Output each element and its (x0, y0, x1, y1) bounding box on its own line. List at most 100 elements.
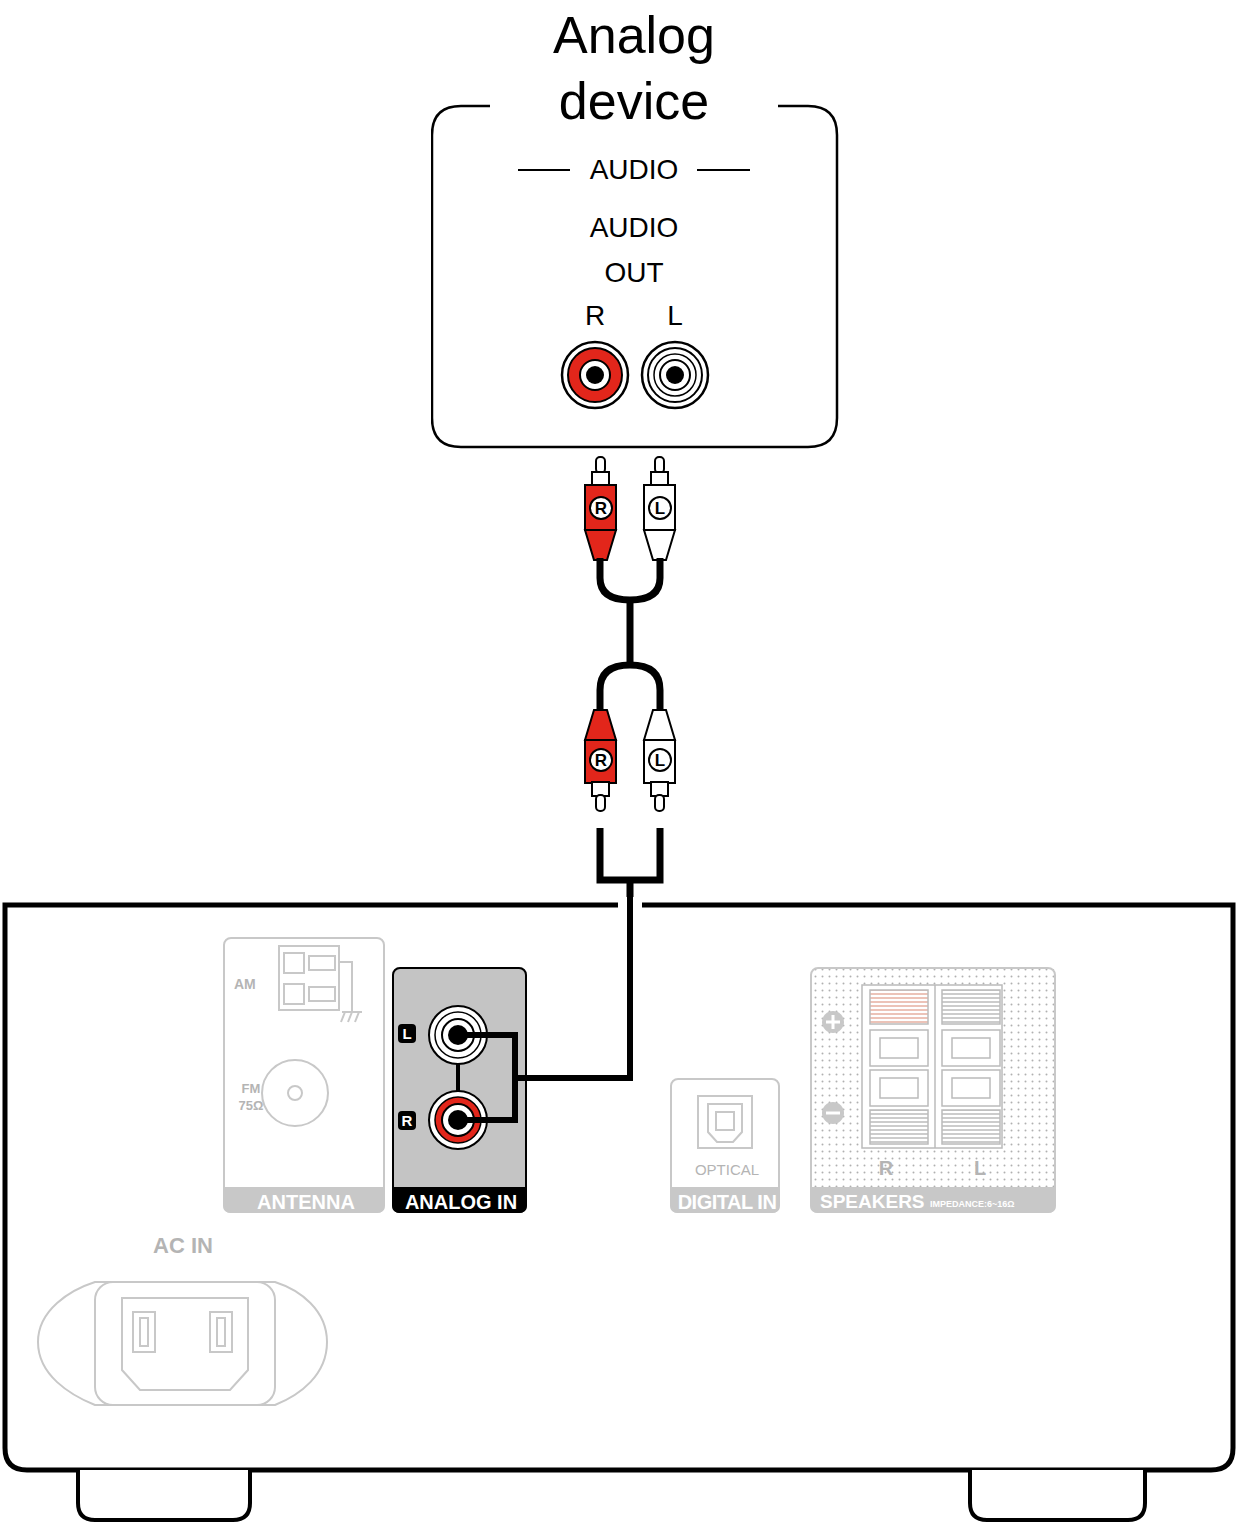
rca-jack-left (654, 354, 696, 396)
antenna-terminal (288, 1086, 302, 1100)
speaker-terminals (870, 1110, 928, 1144)
cable-mask (572, 449, 690, 897)
antenna-terminal (309, 956, 335, 970)
ac-inlet (38, 1282, 327, 1405)
ac-inlet (133, 1312, 155, 1352)
rca-plug-top-right (585, 530, 616, 560)
ac-inlet (38, 1282, 327, 1405)
jack-group-name: AUDIO OUT (574, 205, 694, 295)
rca-jack-left (660, 360, 690, 390)
antenna-terminal (284, 984, 304, 1004)
antenna-terminal (279, 946, 339, 1010)
ac-inlet (140, 1318, 148, 1346)
rca-plug-bottom-left (651, 782, 668, 796)
rca-plug-bottom-right (585, 710, 616, 811)
speaker-terminals (942, 1110, 1000, 1144)
rca-plug-bottom-right (585, 740, 616, 783)
rca-plug-top-right (585, 457, 616, 560)
rca-plug-bottom-left (644, 740, 675, 783)
device-title: Analog device (514, 2, 754, 134)
cable-fork (600, 558, 660, 600)
rca-plug-top-left (651, 472, 668, 486)
speaker-terminals (942, 1030, 1000, 1066)
ac-inlet (210, 1312, 232, 1352)
polarity-symbol (826, 1015, 840, 1029)
insertion-bracket (600, 828, 660, 897)
panel-label-bar (810, 1187, 1056, 1213)
device-box: Analog deviceAUDIO AUDIO OUT (431, 0, 839, 449)
rca-plug-top-right (596, 457, 605, 473)
foot (78, 1470, 250, 1520)
panel-ground (392, 967, 527, 1213)
speaker-terminals (880, 1078, 918, 1098)
plug-label: R (595, 752, 607, 769)
cable-fork (600, 558, 660, 712)
ac-inlet (217, 1318, 225, 1346)
panel-name: SPEAKERS (820, 1191, 925, 1213)
speaker-terminals (862, 985, 1002, 1148)
antenna-terminal (262, 1060, 328, 1126)
foot (970, 1470, 1145, 1520)
channel-label: R (879, 1158, 893, 1178)
rca-plug-bottom-left (644, 710, 675, 740)
panel-texture (810, 967, 1056, 1213)
speaker-terminals (870, 990, 928, 1024)
polarity-symbol (822, 1011, 844, 1033)
plug-label: R (595, 500, 607, 517)
antenna-terminal (284, 953, 304, 973)
polarity-symbol (826, 1112, 840, 1115)
rca-plug-bottom-left (655, 795, 664, 811)
rca-plug-top-left (655, 457, 664, 473)
optical-port (698, 1096, 752, 1148)
speaker-terminals (870, 1070, 928, 1106)
rca-plug-bottom-right (585, 710, 616, 740)
rca-jack-right (562, 342, 628, 408)
housing-outline (5, 905, 1233, 1470)
polarity-symbol (822, 1011, 844, 1124)
rca-jack-right (562, 342, 628, 408)
antenna-panel: AMFM 75ΩANTENNA (223, 937, 385, 1213)
panel-label-bar (670, 1187, 780, 1213)
port-name: OPTICAL (695, 1161, 759, 1178)
channel-badge: L (398, 1024, 416, 1043)
rca-plug-bottom-right (592, 782, 609, 796)
rca-plug-bottom-right (590, 749, 612, 771)
ac-inlet (122, 1298, 248, 1390)
speaker-terminals (862, 985, 1002, 1148)
rca-jack-left (642, 342, 708, 408)
connector-name: AC IN (153, 1233, 213, 1258)
speaker-terminals (942, 990, 1000, 1024)
optical-port (698, 1096, 752, 1148)
rca-jack-left (666, 366, 684, 384)
speaker-terminals (870, 1030, 928, 1066)
channel-label: R (585, 302, 605, 330)
section-heading: AUDIO (582, 154, 687, 186)
rca-jack-right (568, 348, 622, 402)
plug-insertion-lines (458, 1035, 526, 1120)
panel-label-bar (223, 1187, 385, 1213)
speakers-panel: SPEAKERSIMPEDANCE:6~16Ω (810, 967, 1056, 1213)
rca-jack-left (642, 342, 708, 408)
rca-plug-bottom-left (649, 749, 671, 771)
rca-plug-bottom-right (596, 795, 605, 811)
rca-plug-bottom-left (644, 710, 675, 811)
rca-jack-right (586, 366, 604, 384)
device-outline (432, 106, 837, 447)
ac-inlet (95, 1282, 275, 1405)
audio-rule (518, 169, 570, 171)
rca-plug-top-left (644, 457, 675, 560)
channel-badge: R (398, 1111, 416, 1130)
rca-jack-left (648, 348, 702, 402)
plug-label: L (655, 752, 665, 769)
speaker-terminals (952, 1038, 990, 1058)
receiver-housing: AMFM 75ΩANTENNAANALOG IN OPTICAL DIGITAL I… (5, 905, 1233, 1470)
optical-port (716, 1112, 734, 1130)
antenna-terminal (339, 962, 362, 1022)
rca-plug-top-left (644, 530, 675, 560)
analog-in-panel: ANALOG IN (392, 967, 527, 1213)
panel-name: ANTENNA (257, 1191, 355, 1214)
panel-name: DIGITAL IN (678, 1191, 777, 1214)
speaker-terminals (934, 985, 936, 1148)
